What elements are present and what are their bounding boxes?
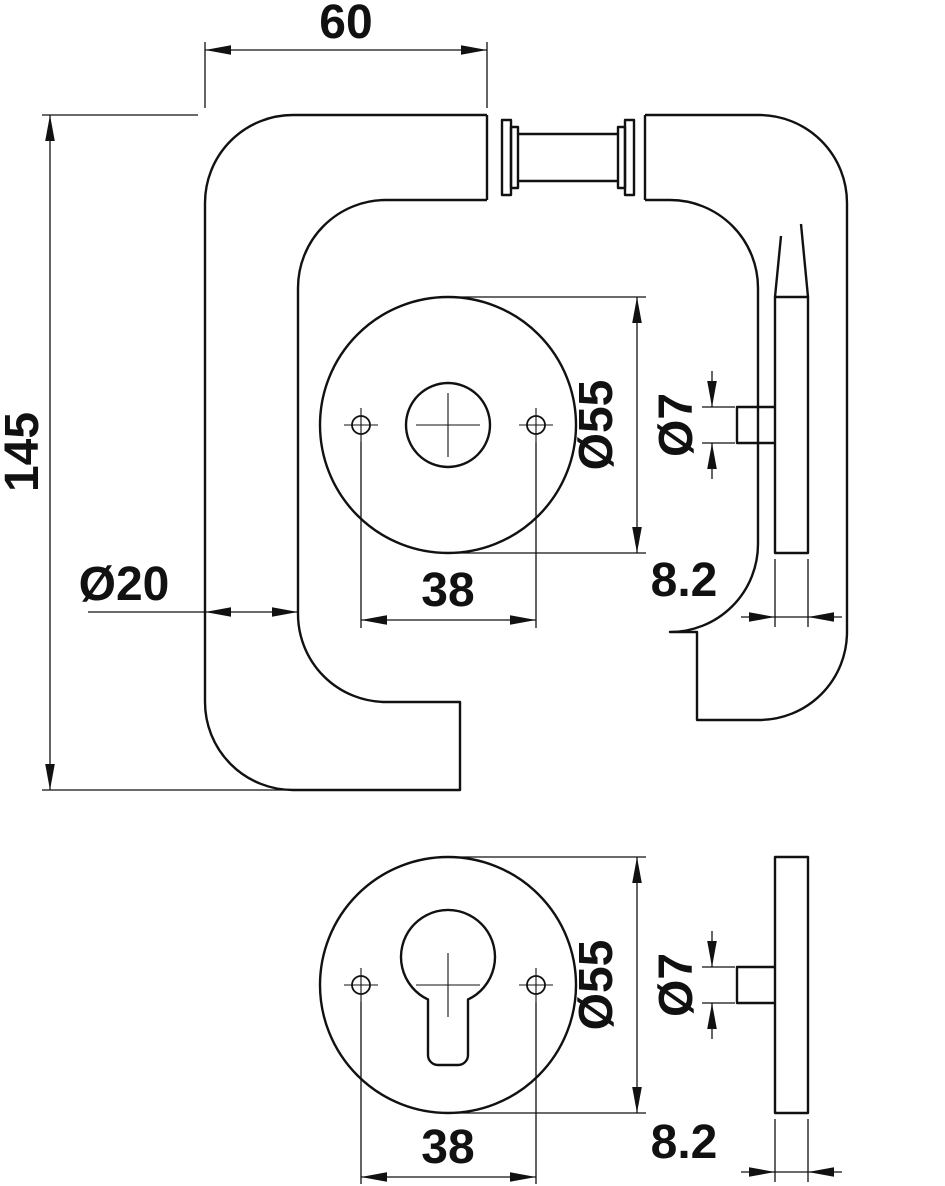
dim-label-overall-width: 60	[319, 0, 372, 49]
dim-pin-diameter-top: Ø7	[650, 371, 735, 479]
dim-label-screw-spacing-top: 38	[421, 564, 474, 617]
spindle-collar-left-outer	[500, 118, 513, 197]
right-handle-outline	[645, 113, 849, 722]
view-escutcheon-front	[318, 855, 810, 1115]
spindle-assembly	[500, 118, 636, 197]
dim-label-rose-thickness-top: 8.2	[651, 554, 718, 607]
view-handle-pair-front	[203, 113, 849, 792]
dim-screw-spacing-bottom: 38	[360, 1002, 537, 1184]
dim-label-rose-diameter-top: Ø55	[570, 380, 623, 471]
rose-bore-top	[404, 381, 492, 469]
rose-outline-bottom	[318, 855, 578, 1115]
dim-label-overall-height: 145	[0, 412, 49, 492]
dim-rose-thickness-top: 8.2	[651, 554, 842, 627]
fixing-pin-top	[735, 405, 775, 445]
neck-line-left-top	[773, 235, 783, 298]
rose-side-view-top	[735, 223, 810, 555]
euro-profile-cutout	[399, 908, 497, 1067]
spindle-collar-right-outer	[623, 118, 636, 197]
spindle-collar-left-inner	[509, 125, 520, 190]
dim-rose-thickness-bottom: 8.2	[651, 1116, 842, 1182]
dim-label-screw-spacing-bottom: 38	[421, 1121, 474, 1174]
fixing-pin-bottom	[735, 965, 775, 1005]
dim-label-pin-diameter-bottom: Ø7	[650, 953, 703, 1017]
rose-side-bottom	[773, 855, 810, 1115]
rose-side-view-bottom	[735, 855, 810, 1115]
dim-screw-spacing-top: 38	[360, 442, 537, 628]
dim-label-grip-diameter: Ø20	[79, 558, 170, 611]
dim-rose-diameter-top: Ø55	[456, 296, 646, 554]
dim-pin-diameter-bottom: Ø7	[650, 931, 735, 1039]
round-rose-front-top	[318, 295, 578, 555]
dim-grip-diameter: Ø20	[79, 558, 298, 617]
dim-overall-height: 145	[0, 114, 286, 791]
dim-label-rose-diameter-bottom: Ø55	[570, 940, 623, 1031]
dim-label-rose-thickness-bottom: 8.2	[651, 1116, 718, 1169]
dim-label-pin-diameter-top: Ø7	[650, 393, 703, 457]
left-handle-outline	[203, 113, 487, 792]
rose-side-top	[773, 295, 810, 555]
dim-overall-width: 60	[204, 0, 488, 108]
dim-rose-diameter-bottom: Ø55	[456, 856, 646, 1114]
rose-outline-top	[318, 295, 578, 555]
neck-line-right-top	[799, 223, 810, 298]
